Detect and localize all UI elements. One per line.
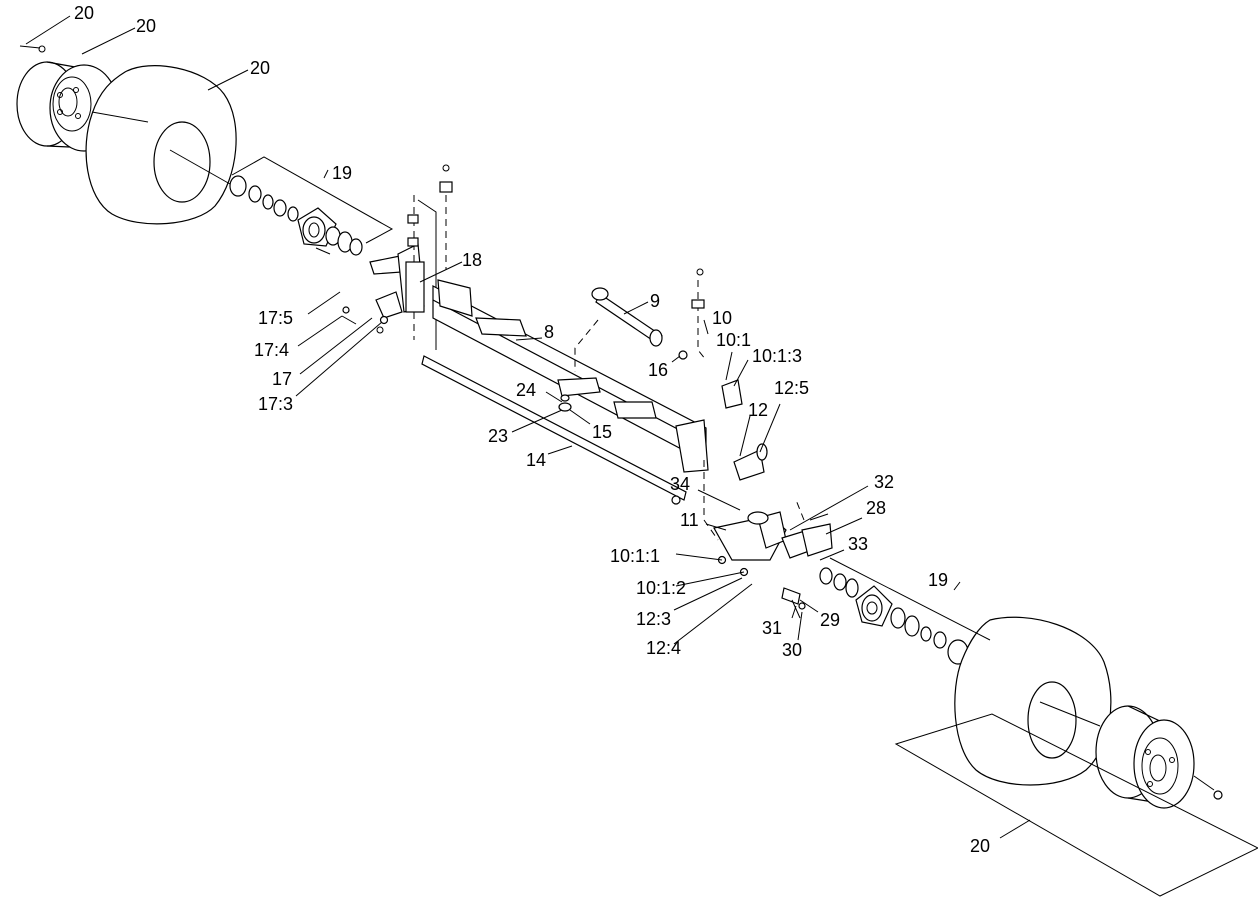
leader-lines — [25, 15, 1258, 897]
callout-11: 11 — [680, 510, 699, 530]
callout-15: 15 — [592, 422, 612, 442]
left-spindle — [341, 195, 437, 350]
steering-arm-parts — [691, 268, 768, 541]
callout-9: 9 — [650, 291, 660, 311]
callout-32: 32 — [874, 472, 894, 492]
callout-20-bottom: 20 — [970, 836, 990, 856]
callout-10-1: 10:1 — [716, 330, 751, 350]
callout-24: 24 — [516, 380, 536, 400]
callout-30: 30 — [782, 640, 802, 660]
callout-29: 29 — [820, 610, 840, 630]
callout-10: 10 — [712, 308, 732, 328]
callout-12-5: 12:5 — [774, 378, 809, 398]
callout-17: 17 — [272, 369, 292, 389]
callout-10-1-2: 10:1:2 — [636, 578, 686, 598]
right-hub-assembly — [781, 567, 969, 665]
callout-14: 14 — [526, 450, 546, 470]
callout-19-left: 19 — [332, 163, 352, 183]
callout-34: 34 — [670, 474, 690, 494]
callout-20-top: 20 — [74, 3, 94, 23]
right-tire — [954, 616, 1112, 786]
callout-20-rim: 20 — [136, 16, 156, 36]
axle-beam — [432, 164, 709, 473]
callout-20-tire: 20 — [250, 58, 270, 78]
drag-link — [376, 326, 687, 505]
callout-17-3: 17:3 — [258, 394, 293, 414]
callout-28: 28 — [866, 498, 886, 518]
callout-10-1-1: 10:1:1 — [610, 546, 660, 566]
center-hardware — [558, 394, 572, 412]
callout-23: 23 — [488, 426, 508, 446]
callout-18: 18 — [462, 250, 482, 270]
left-tire — [85, 65, 237, 225]
callout-17-5: 17:5 — [258, 308, 293, 328]
right-spindle — [713, 499, 833, 577]
callout-16: 16 — [648, 360, 668, 380]
callout-31: 31 — [762, 618, 782, 638]
callout-12: 12 — [748, 400, 768, 420]
callout-19-right: 19 — [928, 570, 948, 590]
callout-10-1-3: 10:1:3 — [752, 346, 802, 366]
callout-8: 8 — [544, 322, 554, 342]
callout-labels: 20 20 20 19 18 17:5 17:4 17 17:3 9 8 10 … — [74, 3, 990, 856]
right-wheel-rim — [1095, 705, 1223, 809]
callout-17-4: 17:4 — [254, 340, 289, 360]
callout-12-4: 12:4 — [646, 638, 681, 658]
callout-33: 33 — [848, 534, 868, 554]
left-hub-assembly — [229, 175, 363, 256]
tie-rod — [574, 287, 688, 372]
callout-12-3: 12:3 — [636, 609, 671, 629]
